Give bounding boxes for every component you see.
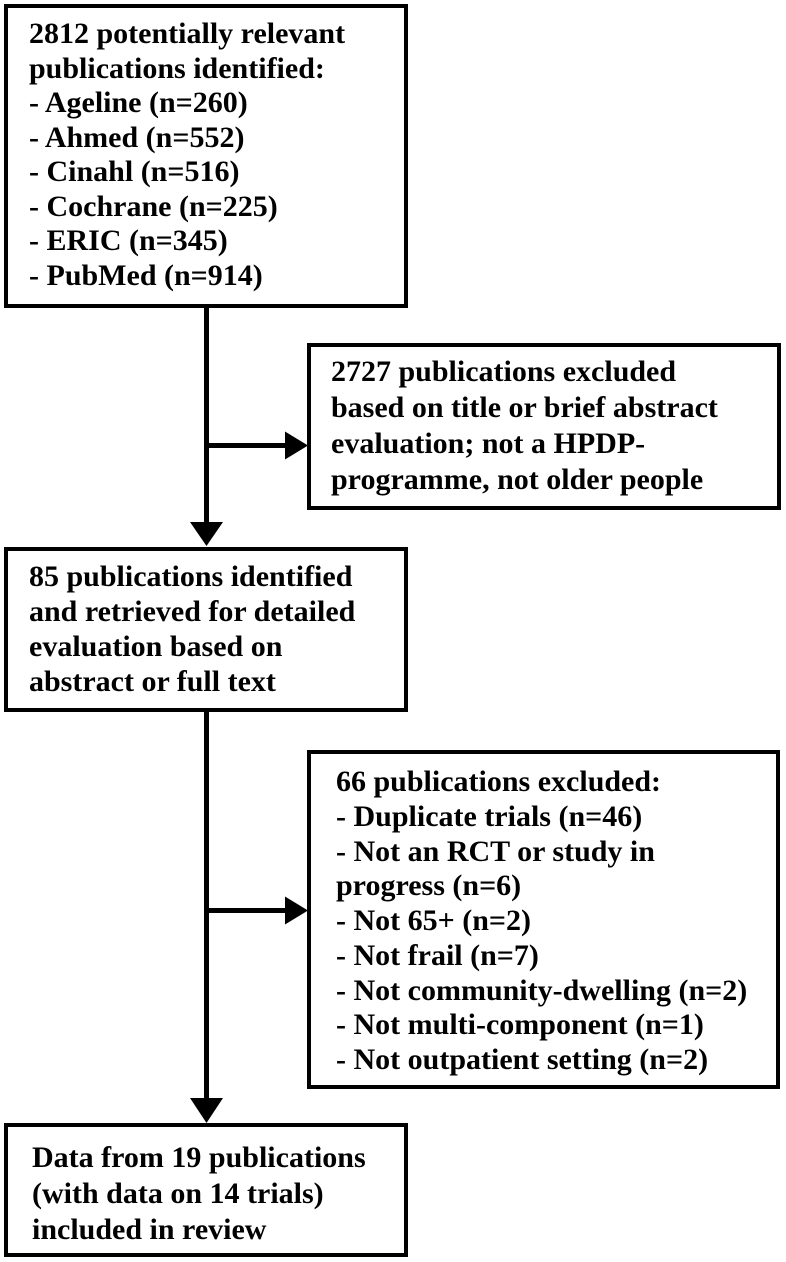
box-publications-excluded-screening: 2727 publications excluded based on titl… xyxy=(307,343,781,510)
box-publications-included: Data from 19 publications (with data on … xyxy=(4,1123,408,1257)
arrowhead-right-to-excluded-screening-icon xyxy=(285,431,308,460)
box-publications-retrieved-text: 85 publications identified and retrieved… xyxy=(29,560,356,698)
arrowhead-right-to-excluded-detailed-icon xyxy=(285,896,308,925)
box-publications-excluded-detailed-text: 66 publications excluded: - Duplicate tr… xyxy=(336,765,748,1076)
arrowhead-down-to-included-icon xyxy=(190,1098,223,1123)
box-publications-excluded-screening-text: 2727 publications excluded based on titl… xyxy=(331,355,718,496)
box-publications-identified-text: 2812 potentially relevant publications i… xyxy=(29,17,346,292)
box-publications-excluded-detailed: 66 publications excluded: - Duplicate tr… xyxy=(307,750,780,1089)
box-publications-retrieved: 85 publications identified and retrieved… xyxy=(4,547,408,712)
arrowhead-down-to-retrieved-icon xyxy=(190,522,223,546)
box-publications-included-text: Data from 19 publications (with data on … xyxy=(32,1141,366,1246)
box-publications-identified: 2812 potentially relevant publications i… xyxy=(4,4,408,308)
